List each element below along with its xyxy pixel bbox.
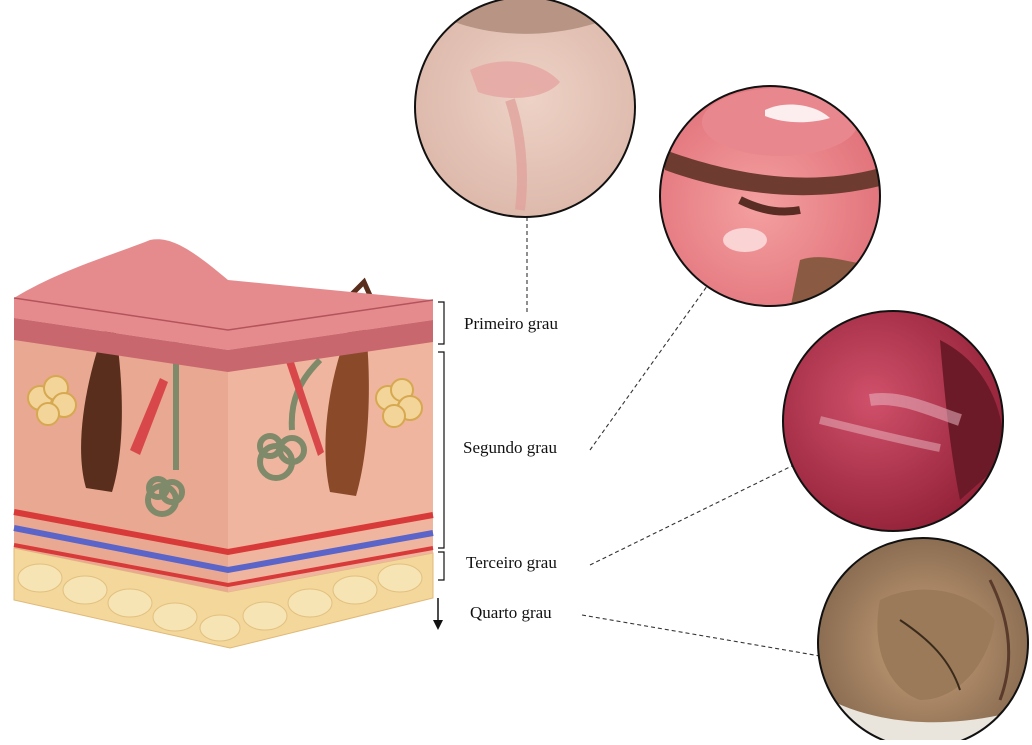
bracket-first-degree <box>438 302 444 344</box>
leader-third <box>590 462 800 565</box>
leader-second <box>590 282 710 450</box>
photo-third-degree <box>780 308 1010 538</box>
bracket-second-degree <box>438 352 444 548</box>
skin-cross-section <box>14 239 433 648</box>
label-second-degree: Segundo grau <box>463 438 557 458</box>
arrow-down-icon <box>433 598 443 630</box>
leader-fourth <box>582 615 820 656</box>
photo-first-degree <box>410 0 650 230</box>
label-fourth-degree: Quarto grau <box>470 603 552 623</box>
photo-fourth-degree <box>815 535 1032 740</box>
depth-brackets <box>438 302 444 580</box>
label-first-degree: Primeiro grau <box>464 314 558 334</box>
photo-second-degree <box>655 80 885 310</box>
bracket-third-degree <box>438 552 444 580</box>
label-third-degree: Terceiro grau <box>466 553 557 573</box>
